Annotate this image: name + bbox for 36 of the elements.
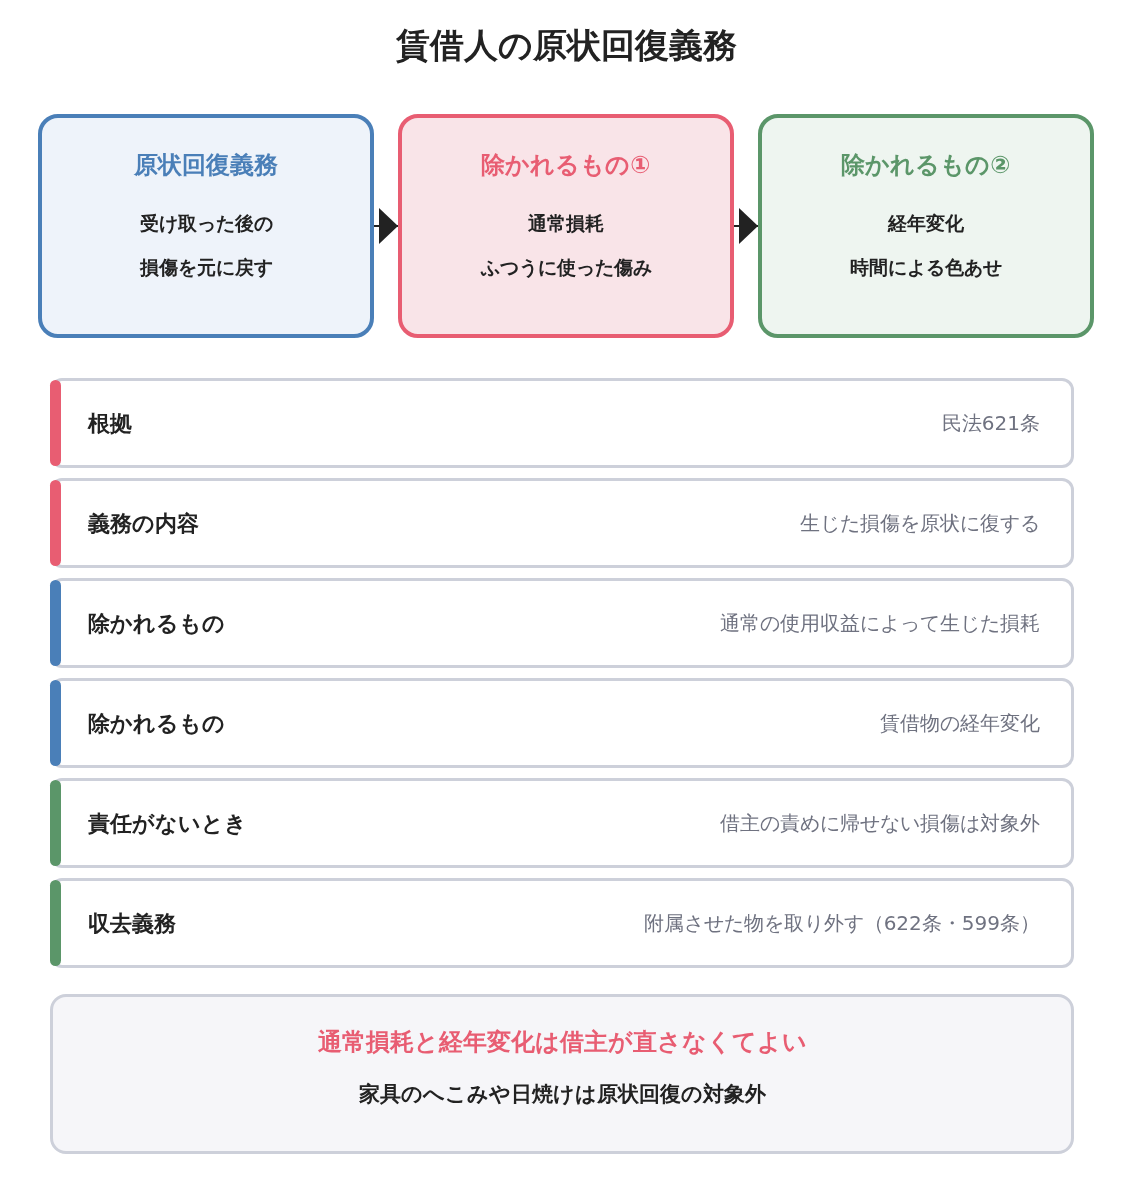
note-box: [50, 994, 1074, 1154]
row-box: [50, 578, 1074, 668]
row-label: 除かれるもの: [88, 709, 225, 738]
row-box: [50, 678, 1074, 768]
card-heading: 原状回復義務: [134, 150, 278, 181]
row-value: 民法621条: [941, 410, 1040, 437]
row-value: 借主の責めに帰せない損傷は対象外: [720, 810, 1040, 837]
card-heading: 除かれるもの②: [841, 150, 1011, 181]
arrow: [733, 208, 759, 244]
row-label: 収去義務: [88, 909, 176, 938]
row-value: 賃借物の経年変化: [880, 710, 1040, 737]
arrow: [373, 208, 399, 244]
row-box: [50, 778, 1074, 868]
row-label: 責任がないとき: [88, 809, 247, 838]
row-value: 附属させた物を取り外す（622条・599条）: [643, 910, 1040, 937]
card-text: 時間による色あせ: [850, 255, 1002, 280]
row-label: 義務の内容: [88, 509, 199, 538]
card-heading: 除かれるもの①: [481, 150, 651, 181]
card-box: [398, 114, 734, 338]
card-box: [38, 114, 374, 338]
row-label: 根拠: [88, 409, 132, 438]
note-text: 家具のへこみや日焼けは原状回復の対象外: [358, 1081, 766, 1108]
row-value: 通常の使用収益によって生じた損耗: [720, 610, 1040, 637]
note-heading: 通常損耗と経年変化は借主が直さなくてよい: [317, 1027, 807, 1058]
row-box: [50, 878, 1074, 968]
card-text: 損傷を元に戻す: [139, 255, 273, 280]
card-text: 経年変化: [888, 211, 964, 236]
card-text: ふつうに使った傷み: [480, 255, 652, 280]
row-box: [50, 378, 1074, 468]
card-text: 通常損耗: [528, 211, 604, 236]
diagram-title: 賃借人の原状回復義務: [395, 24, 737, 67]
row-box: [50, 478, 1074, 568]
row-label: 除かれるもの: [88, 609, 225, 638]
row-value: 生じた損傷を原状に復する: [800, 510, 1040, 537]
card-box: [758, 114, 1094, 338]
card-text: 受け取った後の: [139, 211, 273, 236]
